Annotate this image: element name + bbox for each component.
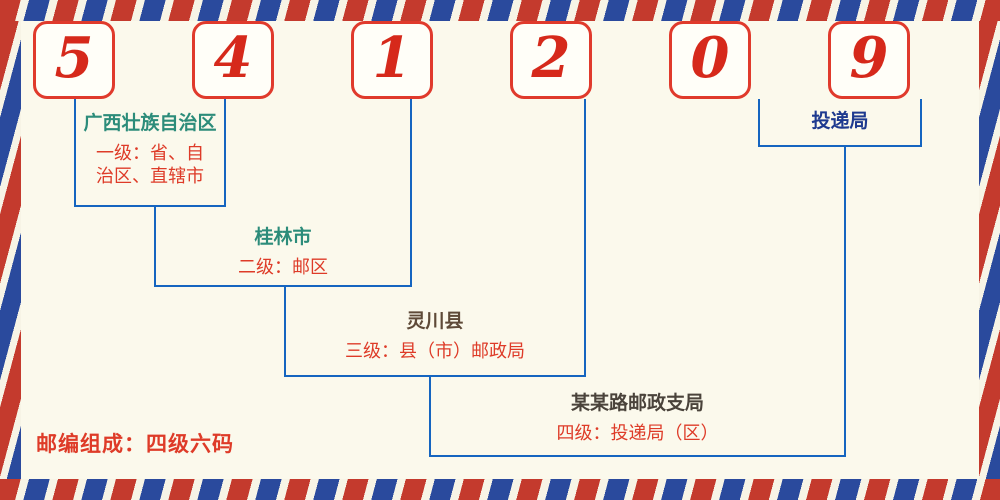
digit-box-2: 4 [192, 21, 274, 99]
airmail-border-left [0, 21, 21, 479]
airmail-border-top [0, 0, 1000, 21]
level1-label: 广西壮族自治区 一级：省、自 治区、直辖市 [74, 112, 226, 189]
connector-delivery-horizontal [758, 145, 922, 147]
level1-region-name: 广西壮族自治区 [83, 112, 217, 134]
level3-region-name: 灵川县 [406, 310, 464, 332]
digit-2: 4 [213, 25, 253, 91]
level2-label: 桂林市 二级：邮区 [154, 226, 412, 279]
level1-desc-line2: 治区、直辖市 [96, 166, 204, 188]
digit-5: 0 [690, 25, 730, 91]
connector-delivery-left-vertical [758, 99, 760, 145]
delivery-office-name: 投递局 [811, 110, 869, 132]
digit-box-4: 2 [510, 21, 592, 99]
connector-level3-left-vertical [284, 285, 286, 377]
level3-desc: 三级：县（市）邮政局 [345, 340, 525, 362]
digit-1: 5 [54, 25, 94, 91]
digit-box-6: 9 [828, 21, 910, 99]
composition-note: 邮编组成：四级六码 [36, 432, 234, 456]
digit-box-5: 0 [669, 21, 751, 99]
connector-level1-left-vertical [74, 99, 76, 205]
connector-level2-horizontal [154, 285, 412, 287]
digit-box-1: 5 [33, 21, 115, 99]
airmail-border-right [979, 21, 1000, 479]
connector-delivery-right-vertical [920, 99, 922, 145]
connector-level2-left-vertical [154, 205, 156, 287]
airmail-border-bottom [0, 479, 1000, 500]
level4-region-name: 某某路邮政支局 [570, 392, 704, 414]
level2-desc: 二级：邮区 [238, 256, 328, 278]
digit-6: 9 [849, 25, 889, 91]
digit-3: 1 [372, 25, 412, 91]
level2-region-name: 桂林市 [254, 226, 312, 248]
connector-level2-right-vertical [410, 99, 412, 287]
level4-label: 某某路邮政支局 四级：投递局（区） [429, 392, 846, 445]
level4-desc: 四级：投递局（区） [556, 422, 719, 444]
delivery-office-label: 投递局 [758, 110, 922, 140]
connector-level4-right-vertical [844, 145, 846, 457]
digit-4: 2 [531, 25, 571, 91]
level1-desc-line1: 一级：省、自 [96, 142, 204, 164]
connector-level3-horizontal [284, 375, 586, 377]
connector-level1-right-vertical [224, 99, 226, 207]
connector-level3-right-vertical [584, 99, 586, 377]
connector-level4-horizontal [429, 455, 846, 457]
digit-box-3: 1 [351, 21, 433, 99]
connector-level4-left-vertical [429, 375, 431, 457]
level3-label: 灵川县 三级：县（市）邮政局 [284, 310, 586, 363]
connector-level1-horizontal [74, 205, 226, 207]
